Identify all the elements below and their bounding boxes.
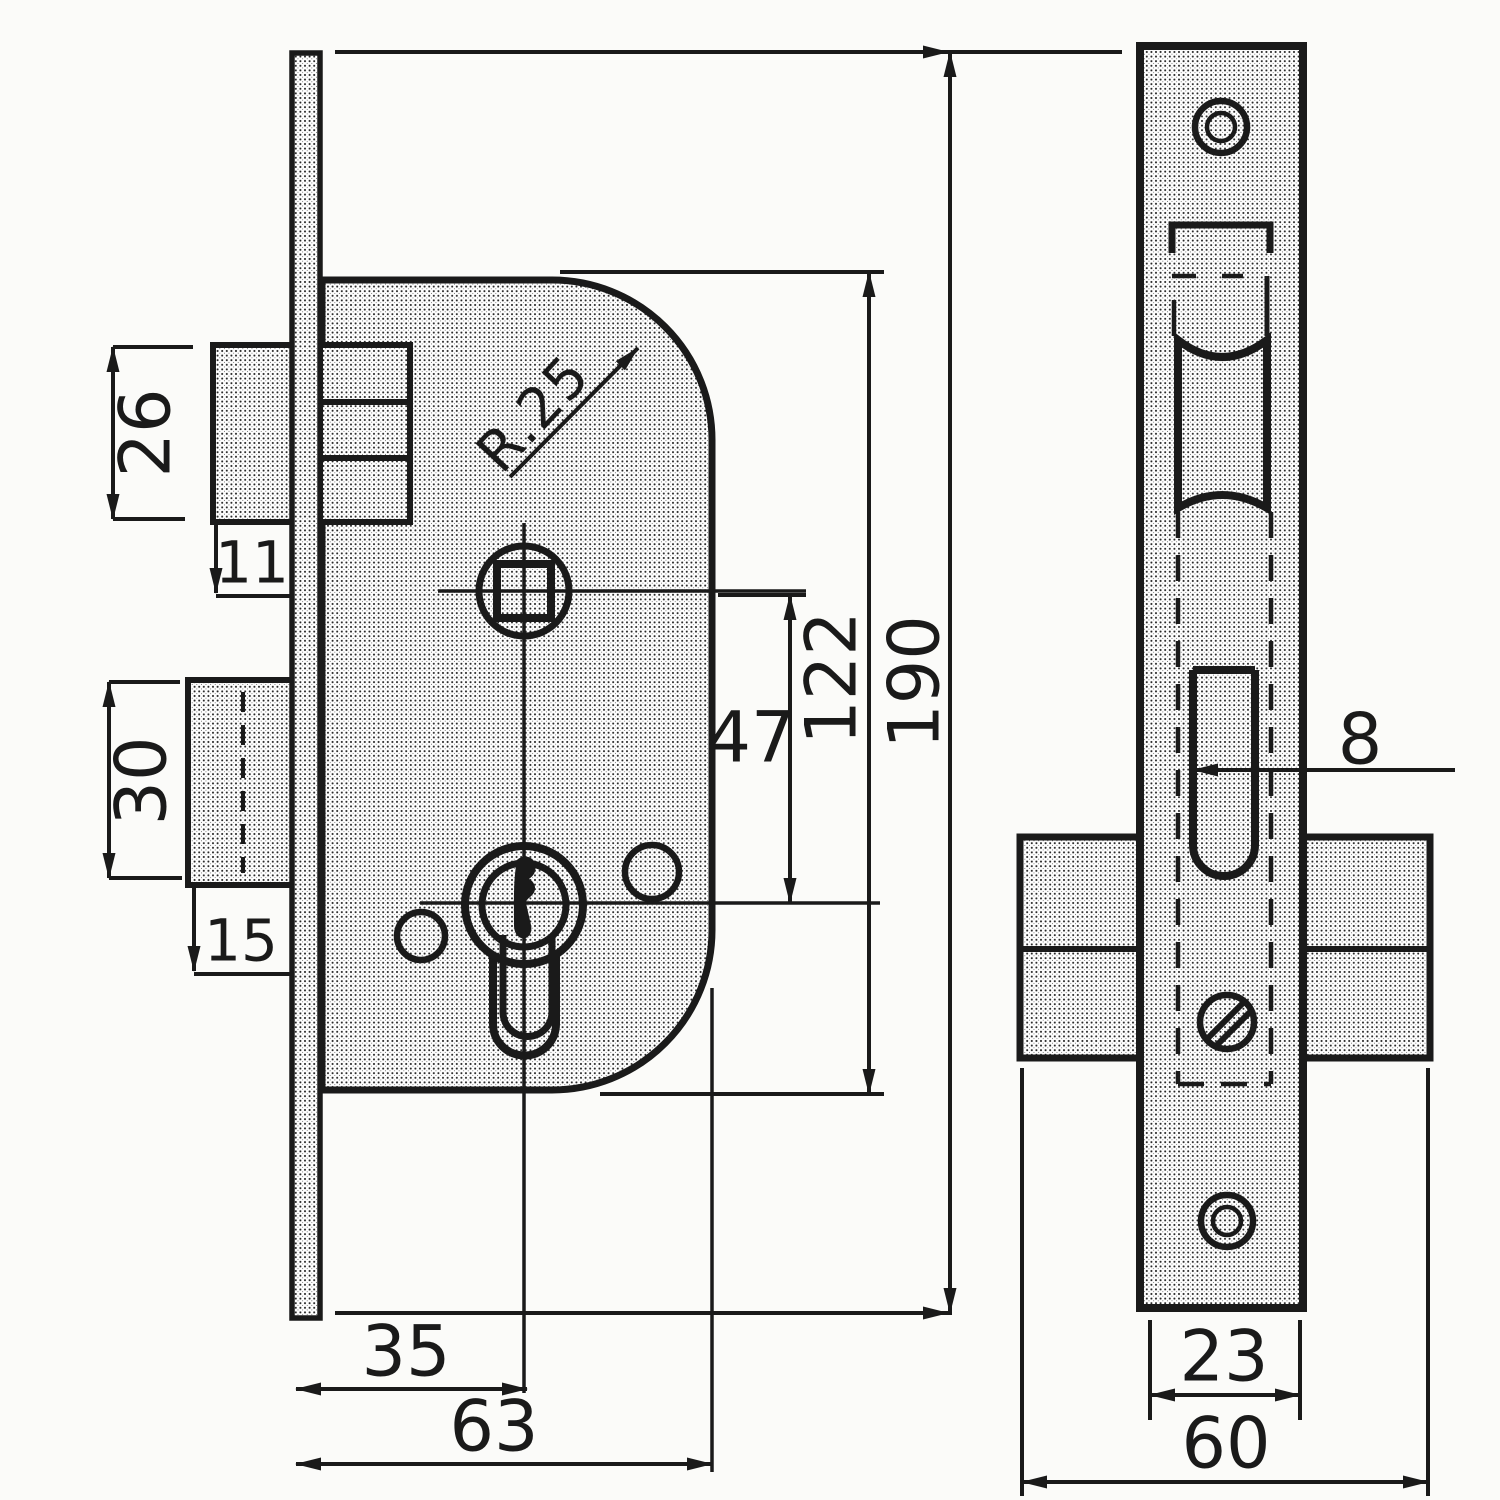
cylinder-slot bbox=[1189, 666, 1259, 880]
screw-slot-line bbox=[1203, 998, 1248, 1043]
dim-deadbolt-height-label: 30 bbox=[101, 736, 183, 825]
lock-case-body bbox=[318, 276, 716, 1094]
dim-backset-label: 35 bbox=[361, 1311, 450, 1393]
case-screw-hole bbox=[393, 908, 449, 964]
faceplate-screw-hole-bottom bbox=[1197, 1191, 1257, 1251]
dim-faceplate-width-label: 23 bbox=[1179, 1316, 1268, 1398]
side-view-lock-case bbox=[185, 50, 880, 1393]
deadbolt bbox=[185, 677, 296, 888]
dim-deadbolt-offset-label: 15 bbox=[204, 906, 278, 974]
dim-case-width-label: 60 bbox=[1181, 1403, 1270, 1485]
faceplate-edge bbox=[289, 50, 323, 1321]
latch-tail bbox=[317, 342, 413, 525]
dim-spindle-to-cylinder-label: 47 bbox=[706, 697, 795, 779]
dimension-lines bbox=[102, 45, 1455, 1496]
front-view-faceplate bbox=[1016, 42, 1434, 1312]
latch-bolt bbox=[210, 342, 296, 525]
screw-slot-line bbox=[1211, 1006, 1256, 1051]
dim-latch-to-spindle-label: 11 bbox=[215, 528, 289, 596]
cylinder-stem-inner bbox=[499, 935, 556, 1040]
dim-latch-height-label: 26 bbox=[105, 388, 187, 477]
case-screw-hole bbox=[621, 841, 683, 903]
faceplate-front bbox=[1136, 42, 1307, 1312]
latch-opening bbox=[1168, 221, 1274, 253]
dim-faceplate-height-label: 190 bbox=[874, 615, 956, 749]
latch-face bbox=[1174, 331, 1271, 516]
screw-head bbox=[1196, 991, 1258, 1053]
dim-cylinder-slot-width-label: 8 bbox=[1338, 699, 1383, 781]
faceplate-screw-hole-top-inner bbox=[1204, 110, 1238, 144]
faceplate-screw-hole-bottom-inner bbox=[1210, 1204, 1244, 1238]
dim-case-depth-label: 63 bbox=[449, 1386, 538, 1468]
faceplate-screw-hole-top bbox=[1191, 97, 1251, 157]
radius-leader-arrow bbox=[508, 346, 640, 479]
dim-case-height-label: 122 bbox=[791, 611, 873, 745]
